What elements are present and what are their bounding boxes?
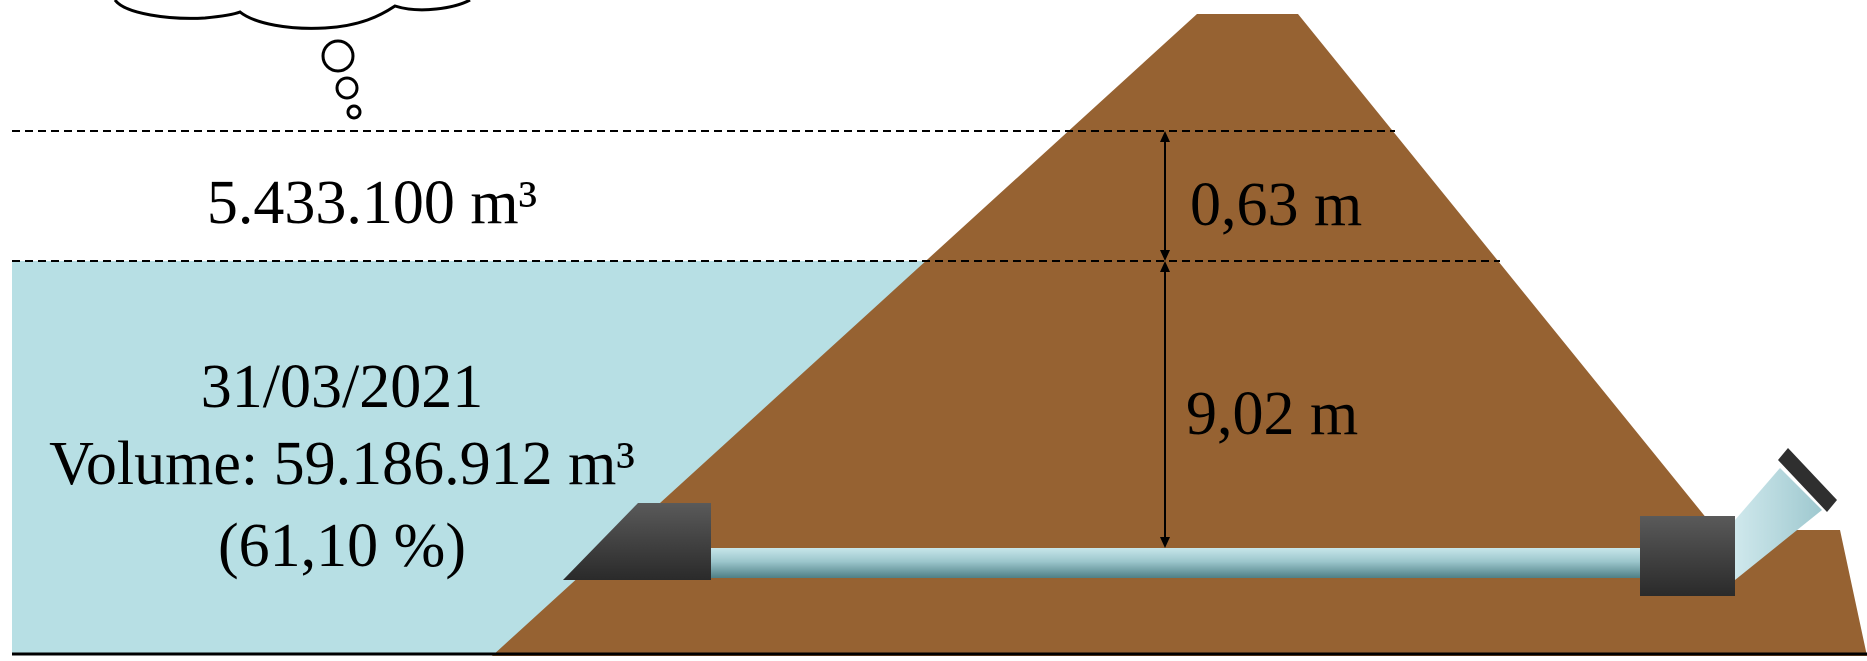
water-depth-label: 9,02 m [1186, 380, 1359, 448]
reservoir-percent: (61,10 %) [218, 512, 466, 580]
intake-valve-icon [563, 503, 711, 580]
outlet-cap-icon [1778, 448, 1837, 512]
outlet-pipe [700, 548, 1645, 578]
capacity-remaining-label: 5.433.100 m³ [206, 169, 538, 237]
reservoir-date: 31/03/2021 [200, 353, 484, 421]
water-depth-dimension-arrow [1160, 261, 1170, 548]
outlet-valve-icon [1640, 516, 1735, 596]
thought-bubble-icon [113, 0, 471, 120]
reservoir-volume: Volume: 59.186.912 m³ [49, 430, 635, 498]
freeboard-dimension-arrow [1160, 131, 1170, 261]
freeboard-label: 0,63 m [1190, 171, 1363, 239]
dam-embankment [492, 14, 1867, 656]
outlet-pipe-icon [1735, 468, 1822, 580]
